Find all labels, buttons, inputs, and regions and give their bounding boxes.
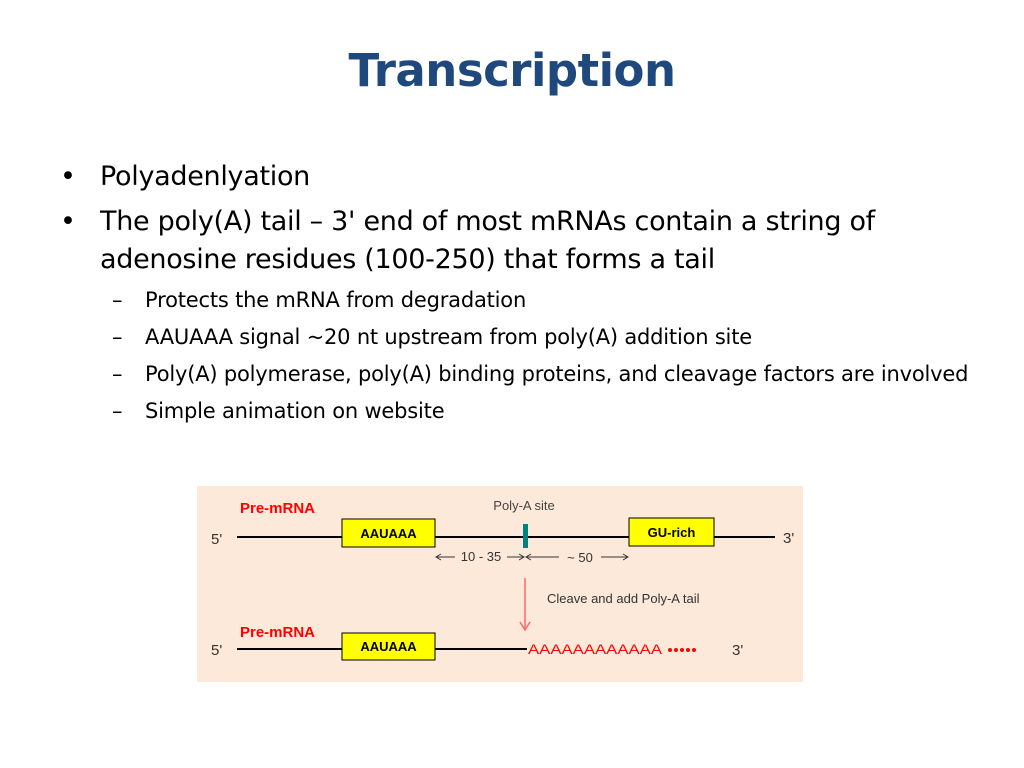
tail-dot — [680, 648, 684, 652]
sub-bullet-text: Simple animation on website — [145, 399, 445, 423]
diagram-svg: Pre-mRNA 5' AAUAAA GU-rich 3' Poly-A sit… — [211, 498, 794, 661]
gu-rich-box — [628, 517, 715, 547]
top-signal-box — [341, 518, 436, 548]
dash-glyph: – — [112, 399, 123, 423]
bullet-text: The poly(A) tail – 3' end of most mRNAs … — [100, 206, 875, 275]
distance-arrow-1-head-left — [435, 553, 442, 561]
distance-1-label: 10 - 35 — [461, 549, 501, 564]
cleave-step-label: Cleave and add Poly-A tail — [547, 591, 700, 606]
poly-a-tail: AAAAAAAAAAAA — [528, 641, 663, 657]
sub-bullet-text: Protects the mRNA from degradation — [145, 288, 527, 312]
dash-glyph: – — [112, 325, 123, 349]
bullet-list: • Polyadenlyation • The poly(A) tail – 3… — [60, 158, 970, 434]
poly-a-site-marker — [523, 524, 528, 548]
tail-dot — [692, 648, 696, 652]
cleave-down-arrow-head — [519, 621, 531, 632]
tail-dot — [668, 648, 672, 652]
top-signal-box-label: AAUAAA — [360, 526, 417, 541]
gu-rich-box-label: GU-rich — [648, 525, 696, 540]
sub-bullet-item: – Poly(A) polymerase, poly(A) binding pr… — [60, 360, 970, 389]
sub-bullet-text: AAUAAA signal ~20 nt upstream from poly(… — [145, 325, 752, 349]
sub-bullet-item: – Simple animation on website — [60, 397, 970, 426]
top-three-prime-label: 3' — [783, 530, 794, 547]
dash-glyph: – — [112, 288, 123, 312]
tail-dot — [686, 648, 690, 652]
distance-1-label-bg — [455, 549, 507, 563]
bottom-signal-box-label: AAUAAA — [360, 639, 417, 654]
distance-arrow-2-head-left — [525, 553, 532, 561]
dash-glyph: – — [112, 362, 123, 386]
bullet-item: • Polyadenlyation — [60, 158, 970, 196]
distance-2-label: ~ 50 — [567, 550, 593, 565]
bottom-three-prime-label: 3' — [732, 642, 743, 659]
distance-2-label-bg — [559, 549, 601, 564]
top-pre-mrna-label: Pre-mRNA — [240, 500, 315, 517]
sub-bullet-text: Poly(A) polymerase, poly(A) binding prot… — [145, 362, 969, 386]
bullet-text: Polyadenlyation — [100, 161, 310, 192]
top-five-prime-label: 5' — [211, 531, 222, 548]
bottom-five-prime-label: 5' — [211, 642, 222, 659]
bottom-signal-box — [341, 632, 436, 661]
slide-title: Transcription — [348, 44, 676, 97]
poly-a-site-label: Poly-A site — [493, 498, 554, 513]
distance-arrow-2-head-right — [622, 553, 629, 561]
bottom-pre-mrna-label: Pre-mRNA — [240, 624, 315, 641]
sub-bullet-item: – Protects the mRNA from degradation — [60, 286, 970, 315]
bullet-glyph: • — [60, 206, 76, 237]
polyadenylation-diagram: Pre-mRNA 5' AAUAAA GU-rich 3' Poly-A sit… — [197, 486, 803, 682]
sub-bullet-item: – AAUAAA signal ~20 nt upstream from pol… — [60, 323, 970, 352]
tail-dot — [674, 648, 678, 652]
distance-arrow-1-head-right — [518, 553, 525, 561]
bullet-glyph: • — [60, 161, 76, 192]
bullet-item: • The poly(A) tail – 3' end of most mRNA… — [60, 203, 970, 279]
